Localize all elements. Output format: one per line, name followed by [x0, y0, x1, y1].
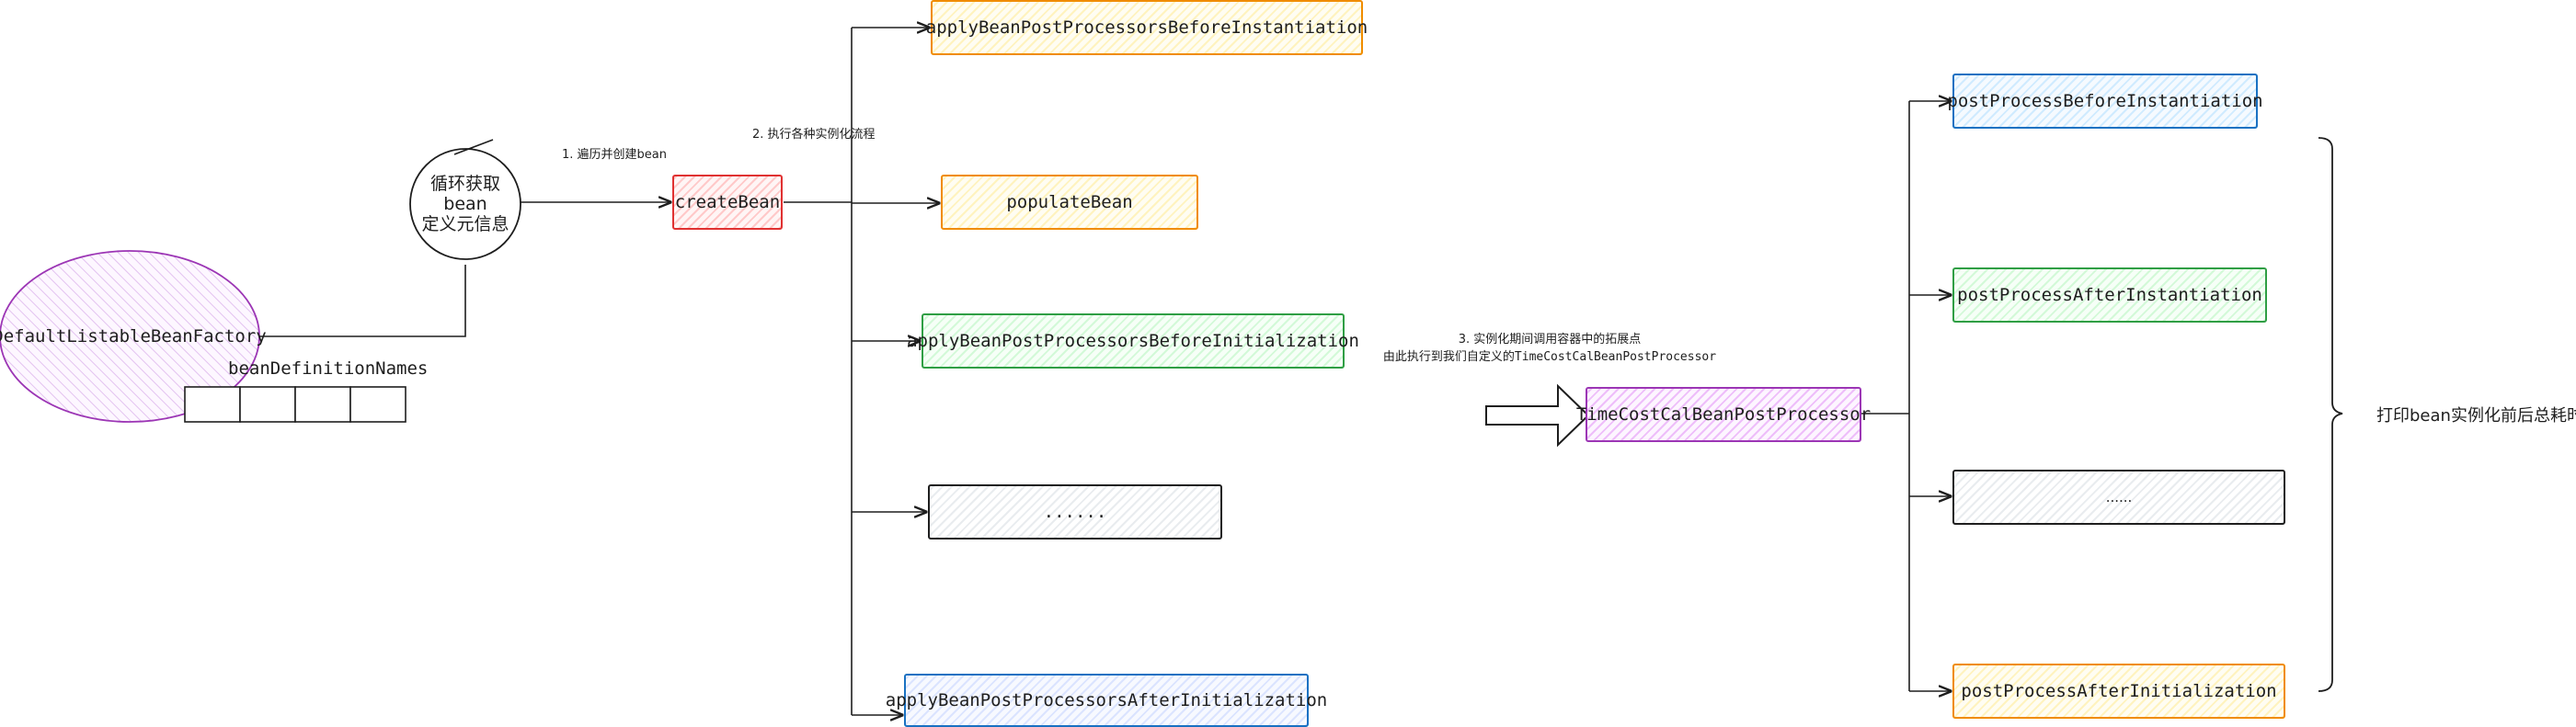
factory-to-loop-connector [259, 265, 466, 337]
ellipsis-left-box: ...... [928, 484, 1222, 540]
loop-label-line2: 定义元信息 [421, 214, 509, 234]
step2-note: 2. 执行各种实例化流程 [752, 128, 876, 142]
loop-label-line1: 循环获取bean [429, 174, 500, 214]
step3-note-line1: 3. 实例化期间调用容器中的拓展点 [1458, 333, 1642, 346]
after-initialization-box: applyBeanPostProcessorsAfterInitializati… [886, 674, 1327, 727]
ellipsis-right-box: ...... [1952, 470, 2285, 525]
post-after-initialization-box: postProcessAfterInitialization [1952, 664, 2285, 719]
createbean-branches [784, 28, 939, 715]
print-time-note: 打印bean实例化前后总耗时 [2376, 406, 2576, 426]
step3-note: 3. 实例化期间调用容器中的拓展点 由此执行到我们自定义的TimeCostCal… [1361, 331, 1738, 366]
time-cost-processor-box: TimeCostCalBeanPostProcessor [1576, 387, 1871, 442]
step3-note-line2: 由此执行到我们自定义的TimeCostCalBeanPostProcessor [1382, 350, 1717, 364]
transition-arrow [1485, 383, 1590, 448]
before-instantiation-box: applyBeanPostProcessorsBeforeInstantiati… [926, 0, 1368, 55]
factory-label: DefaultListableBeanFactory [0, 326, 267, 346]
bean-definition-array [184, 386, 406, 423]
createbean-box: createBean [672, 175, 783, 230]
loop-circle-tail [453, 139, 494, 155]
post-after-instantiation-box: postProcessAfterInstantiation [1952, 267, 2267, 323]
before-initialization-box: applyBeanPostProcessorsBeforeInitializat… [907, 313, 1359, 369]
loop-circle [409, 148, 521, 260]
post-before-instantiation-box: postProcessBeforeInstantiation [1947, 74, 2263, 129]
processor-branches [1861, 101, 1951, 691]
right-brace [2318, 137, 2343, 692]
populate-bean-box: populateBean [941, 175, 1198, 230]
bean-definition-names-label: beanDefinitionNames [228, 358, 429, 379]
step1-note: 1. 遍历并创建bean [562, 148, 667, 162]
loop-circle-label: 循环获取bean 定义元信息 [410, 174, 521, 234]
